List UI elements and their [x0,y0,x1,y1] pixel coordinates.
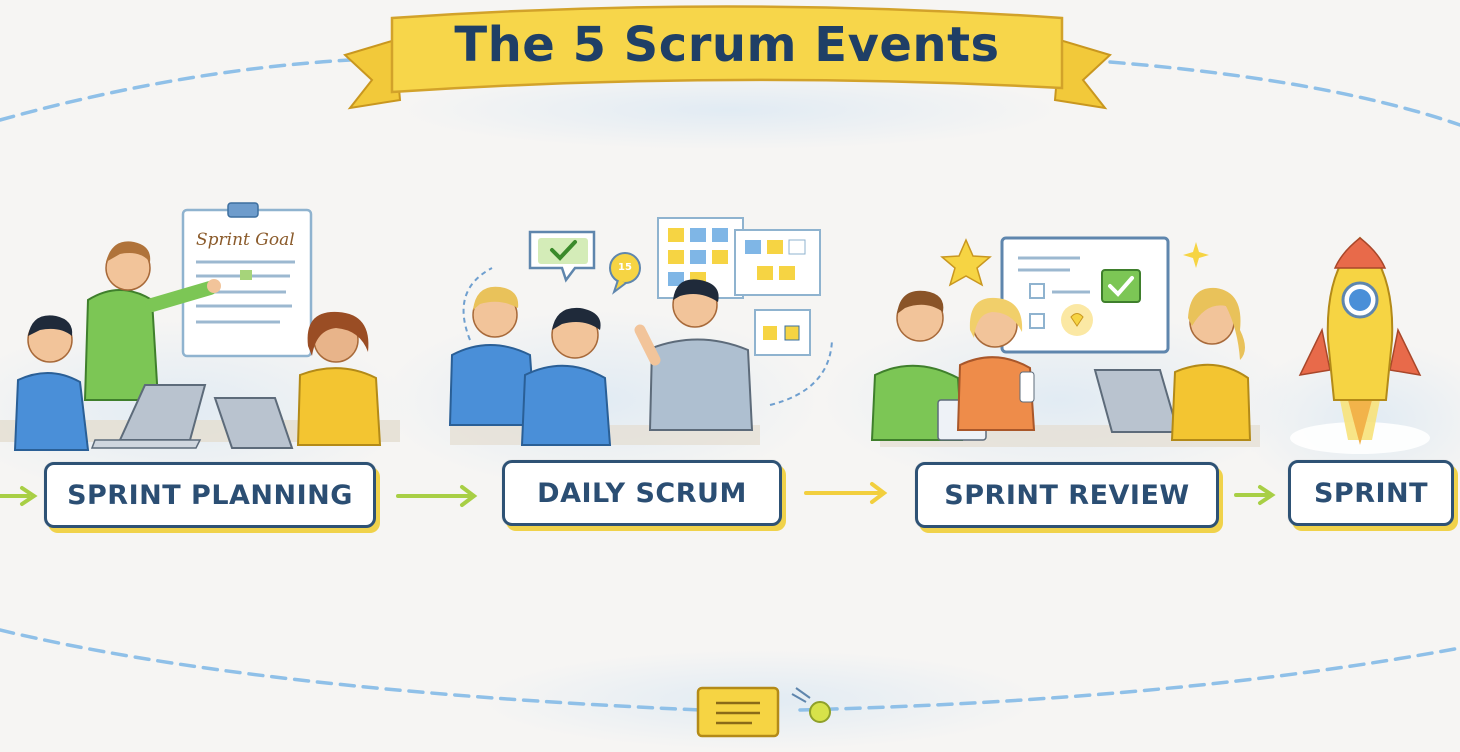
flow-arrow [0,486,38,506]
laptop [213,397,294,449]
step-sprint-review: SPRINT REVIEW [915,462,1219,528]
star-icon [940,238,992,287]
timer-bubble-icon [609,252,641,295]
step-sprint-planning: SPRINT PLANNING [44,462,376,528]
sprint-review-scene [870,236,1260,447]
check-bubble-icon [528,230,596,283]
page-title: The 5 Scrum Events [454,17,1000,73]
timer-number: 15 [618,262,632,273]
reviewer [1170,287,1252,441]
cycle-arrow [769,339,833,406]
sprint-planning-scene [0,202,400,451]
title-banner [343,5,1112,110]
cycle-loop-top [0,58,352,122]
seated-developer [13,315,90,451]
cycle-loop-top-right [1108,60,1460,127]
stakeholder [956,297,1036,431]
daily-scrum-scene [448,217,833,446]
rocket-icon [1290,236,1430,454]
ball-icon [791,687,831,723]
cycle-loop-bottom [0,628,702,712]
sprint-goal-label: Sprint Goal [196,230,295,250]
flow-arrow [1234,485,1276,505]
cycle-loop-bottom-right [798,646,1460,712]
sparkle-icon [1183,242,1209,268]
monitor-check-icon [1000,236,1170,354]
sticky-notes-icon [657,217,821,356]
step-sprint: SPRINT [1288,460,1454,526]
team-member [520,307,612,446]
standing-presenter [83,241,221,401]
cycle-arrow [462,267,493,341]
clipboard-icon [181,202,313,358]
step-daily-scrum: DAILY SCRUM [502,460,782,526]
seated-product-owner [296,311,382,446]
flow-arrow [804,482,888,504]
team-member [634,279,754,431]
laptop [90,384,207,449]
flow-arrow [396,485,478,507]
backlog-box-icon [696,686,780,738]
team-member [448,286,537,426]
